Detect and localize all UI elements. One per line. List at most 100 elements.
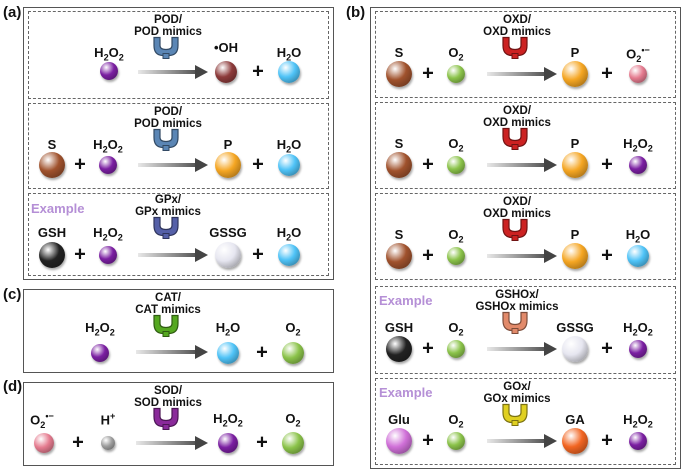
- d1-o2-ball: [282, 432, 304, 454]
- panel-b-reaction-5-frame: [375, 378, 676, 465]
- a1-enzyme-icon: [151, 36, 181, 65]
- a1-h2o-ball: [278, 61, 300, 83]
- example-label-gox: Example: [379, 385, 433, 400]
- d1-substrate-1: O2•−: [30, 411, 54, 430]
- a3-substrate-1: GSH: [37, 225, 67, 240]
- panel-a-reaction-2-frame: [28, 103, 329, 189]
- a3-h2o-ball: [278, 244, 300, 266]
- a3-h2o2-ball: [99, 246, 117, 264]
- b5-substrate-1: Glu: [388, 412, 410, 427]
- b3-enzyme-label: OXD/OXD mimics: [483, 196, 551, 220]
- a3-gsh-ball: [39, 242, 65, 268]
- b4-product-1: GSSG: [556, 320, 594, 335]
- b1-substrate-1: S: [394, 45, 404, 60]
- b5-substrate-2: O2: [448, 412, 464, 430]
- c1-o2-ball: [282, 342, 304, 364]
- c1-product-2: O2: [285, 320, 301, 338]
- a3-plus-2: +: [252, 243, 264, 266]
- a3-product-2: H2O: [276, 225, 302, 243]
- d1-substrate-2: H+: [100, 411, 116, 428]
- b4-plus-1: +: [422, 337, 434, 360]
- b4-substrate-ball: [386, 336, 412, 362]
- a3-gssg-ball: [215, 242, 241, 268]
- b1-o2-ball: [447, 65, 465, 83]
- b2-enzyme-label: OXD/OXD mimics: [483, 105, 551, 129]
- b1-substrate-ball: [386, 61, 412, 87]
- b1-product-1: P: [570, 45, 580, 60]
- b1-arrow: [487, 67, 557, 81]
- a1-product-1: •OH: [213, 40, 239, 55]
- a1-oh-ball: [215, 61, 237, 83]
- b2-substrate-1: S: [394, 136, 404, 151]
- d1-plus-2: +: [256, 431, 268, 454]
- panel-c-frame: [23, 289, 334, 373]
- b5-enzyme-label: GOx/GOx mimics: [483, 381, 551, 405]
- b4-substrate-2: O2: [448, 320, 464, 338]
- d1-product-2: O2: [285, 411, 301, 429]
- a3-plus-1: +: [74, 243, 86, 266]
- b4-arrow: [487, 342, 557, 356]
- a2-arrow: [138, 158, 208, 172]
- panel-label-c: (c): [3, 286, 22, 303]
- b2-plus-1: +: [422, 153, 434, 176]
- panel-b-reaction-1-frame: [375, 11, 676, 98]
- panel-d-frame: [23, 382, 334, 466]
- b3-product-1: P: [570, 227, 580, 242]
- a1-arrow: [138, 65, 208, 79]
- a2-enzyme-icon: [151, 128, 181, 157]
- d1-hplus-ball: [101, 436, 115, 450]
- b3-o2-ball: [447, 247, 465, 265]
- c1-plus: +: [256, 341, 268, 364]
- b2-product-2: H2O2: [623, 136, 653, 154]
- b2-product-2-ball: [629, 156, 647, 174]
- d1-enzyme-label: SOD/SOD mimics: [134, 385, 202, 409]
- b4-enzyme-label: GSHOx/GSHOx mimics: [475, 289, 559, 313]
- b5-arrow: [487, 434, 557, 448]
- b1-enzyme-icon: [500, 36, 530, 65]
- a2-substrate-ball: [39, 152, 65, 178]
- b1-substrate-2: O2: [448, 45, 464, 63]
- b4-plus-2: +: [601, 337, 613, 360]
- a2-product-1: P: [223, 137, 233, 152]
- d1-plus-1: +: [72, 431, 84, 454]
- a3-enzyme-icon: [151, 216, 181, 245]
- c1-enzyme-icon: [151, 314, 181, 343]
- a1-substrate: H2O2: [94, 45, 124, 63]
- b4-product-ball: [562, 336, 588, 362]
- a2-h2o-ball: [278, 154, 300, 176]
- b4-enzyme-icon: [500, 311, 530, 340]
- a2-h2o2-ball: [99, 156, 117, 174]
- a1-h2o2-ball: [100, 62, 118, 80]
- a2-plus-2: +: [252, 153, 264, 176]
- panel-label-a: (a): [3, 4, 22, 21]
- b3-product-ball: [562, 243, 588, 269]
- b5-product-1: GA: [565, 412, 585, 427]
- panel-a-frame: [23, 7, 334, 280]
- b3-product-2-ball: [627, 245, 649, 267]
- panel-b-reaction-4-frame: [375, 286, 676, 374]
- b1-product-ball: [562, 61, 588, 87]
- b5-product-2: H2O2: [623, 412, 653, 430]
- a3-product-1: GSSG: [209, 225, 247, 240]
- panel-label-b: (b): [346, 4, 366, 21]
- b2-o2-ball: [447, 156, 465, 174]
- b2-substrate-2: O2: [448, 136, 464, 154]
- d1-arrow: [136, 436, 208, 450]
- a2-plus-1: +: [74, 153, 86, 176]
- a2-substrate-1: S: [47, 137, 57, 152]
- b4-o2-ball: [447, 340, 465, 358]
- b5-product-2-ball: [629, 432, 647, 450]
- b3-plus-1: +: [422, 244, 434, 267]
- b3-substrate-ball: [386, 243, 412, 269]
- c1-h2o2-ball: [91, 344, 109, 362]
- panel-a-reaction-1-frame: [28, 11, 329, 99]
- b2-arrow: [487, 158, 557, 172]
- b2-plus-2: +: [601, 153, 613, 176]
- a3-arrow: [138, 248, 208, 262]
- b4-substrate-1: GSH: [384, 320, 414, 335]
- b1-enzyme-label: OXD/OXD mimics: [483, 14, 551, 38]
- b3-substrate-1: S: [394, 227, 404, 242]
- b2-substrate-ball: [386, 152, 412, 178]
- c1-substrate: H2O2: [85, 320, 115, 338]
- a1-enzyme-label: POD/POD mimics: [134, 14, 202, 38]
